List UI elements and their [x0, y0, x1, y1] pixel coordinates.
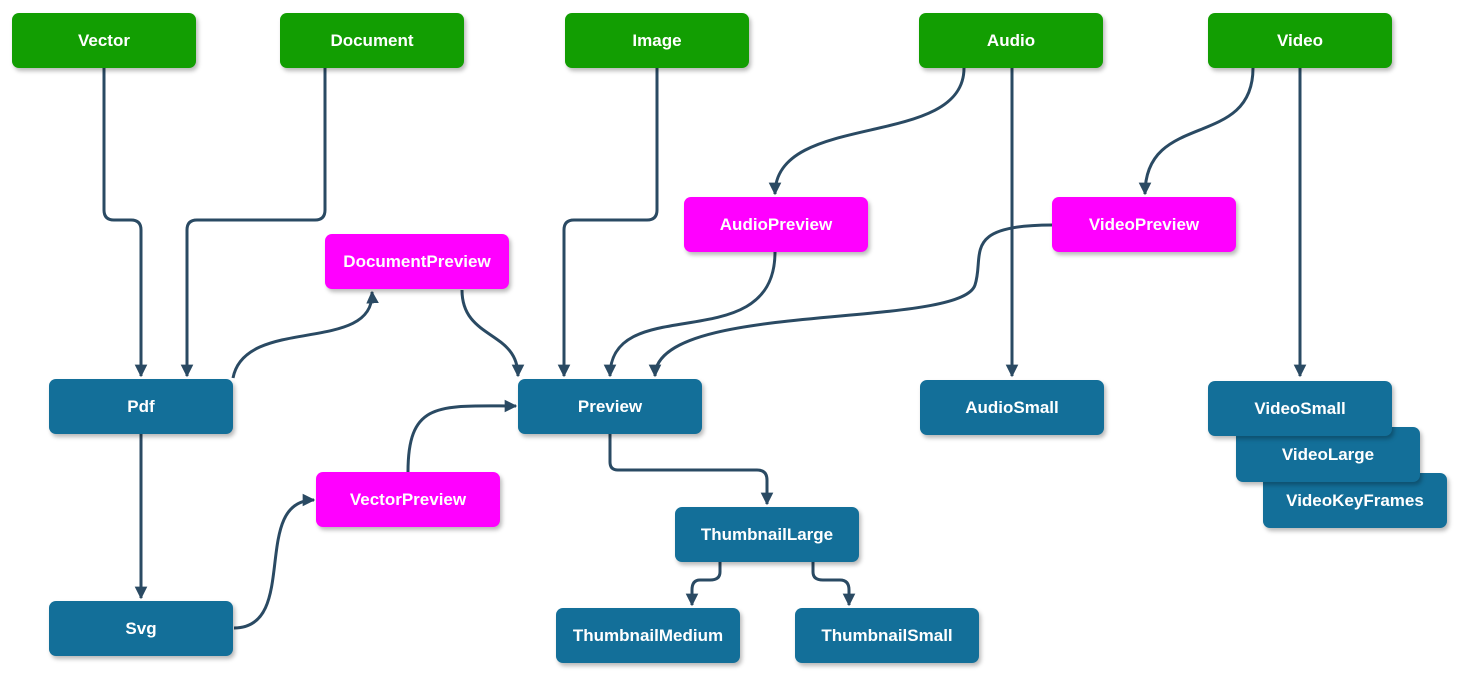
edge-svg-to-vectorpreview — [233, 493, 316, 630]
node-video-preview[interactable]: VideoPreview — [1052, 197, 1236, 252]
node-document-preview[interactable]: DocumentPreview — [325, 234, 509, 289]
edge-vector-to-pdf — [102, 68, 148, 378]
edge-videopreview-to-preview — [648, 223, 1053, 378]
node-vector[interactable]: Vector — [12, 13, 196, 68]
node-thumbnail-small[interactable]: ThumbnailSmall — [795, 608, 979, 663]
edge-vectorpreview-to-preview — [406, 399, 518, 473]
node-audio[interactable]: Audio — [919, 13, 1103, 68]
node-video-small[interactable]: VideoSmall — [1208, 381, 1392, 436]
edge-audio-to-audiopreview — [768, 67, 966, 196]
edge-video-to-videopreview — [1138, 67, 1255, 196]
node-thumbnail-large[interactable]: ThumbnailLarge — [675, 507, 859, 562]
node-audio-preview[interactable]: AudioPreview — [684, 197, 868, 252]
node-thumbnail-medium[interactable]: ThumbnailMedium — [556, 608, 740, 663]
node-vector-preview[interactable]: VectorPreview — [316, 472, 500, 527]
node-audio-small[interactable]: AudioSmall — [920, 380, 1104, 435]
edge-image-to-preview — [557, 68, 659, 378]
node-preview[interactable]: Preview — [518, 379, 702, 434]
node-video[interactable]: Video — [1208, 13, 1392, 68]
edge-document-to-pdf — [180, 68, 327, 378]
edge-pdf-to-documentpreview — [231, 290, 379, 379]
node-pdf[interactable]: Pdf — [49, 379, 233, 434]
node-video-keyframes[interactable]: VideoKeyFrames — [1263, 473, 1447, 528]
node-svg[interactable]: Svg — [49, 601, 233, 656]
node-document[interactable]: Document — [280, 13, 464, 68]
node-image[interactable]: Image — [565, 13, 749, 68]
edge-thumbnaillarge-to-thumbnailsmall — [811, 562, 856, 607]
edge-documentpreview-to-preview — [460, 289, 525, 378]
edge-preview-to-thumbnaillarge — [608, 434, 774, 506]
edge-thumbnaillarge-to-thumbnailmedium — [685, 562, 722, 607]
node-video-large[interactable]: VideoLarge — [1236, 427, 1420, 482]
edge-audiopreview-to-preview — [603, 251, 777, 378]
